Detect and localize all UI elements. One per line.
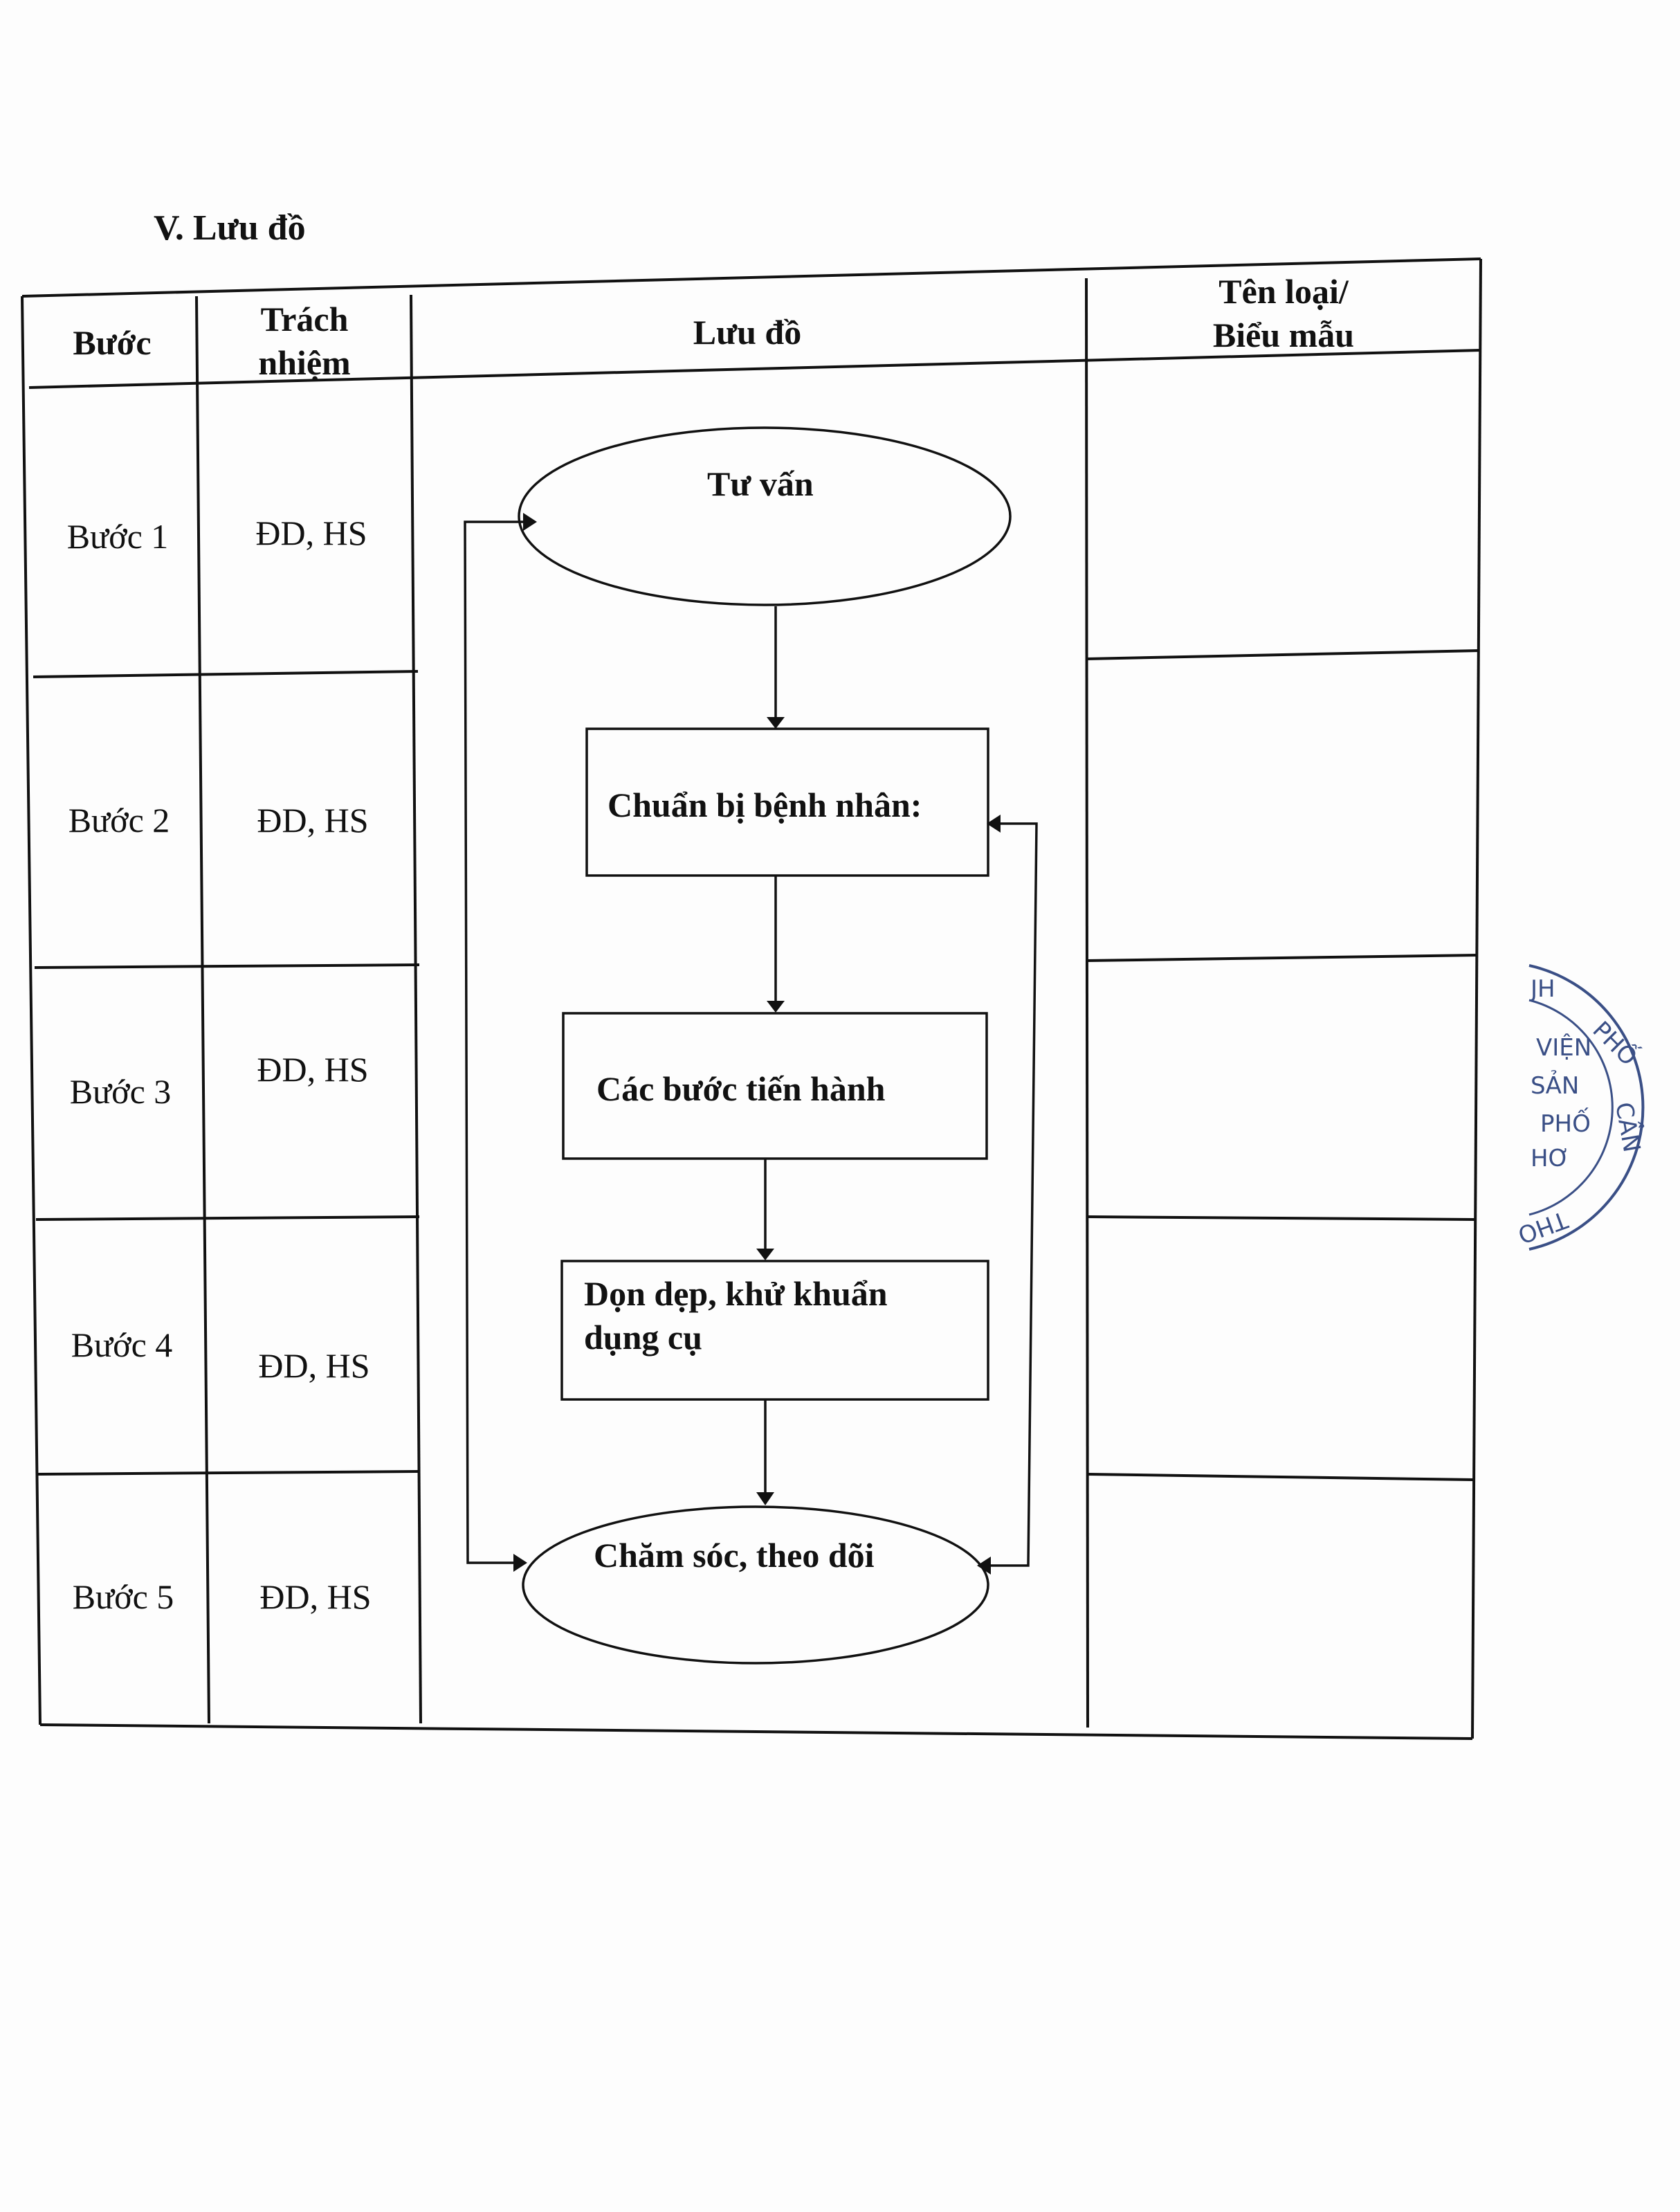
flow-node-label-5: Chăm sóc, theo dõi [594,1536,875,1575]
row-divider-3-right [1087,1215,1476,1221]
header-form: Tên loại/ Biểu mẫu [1093,266,1474,360]
flow-node-label-4-line2: dụng cụ [584,1317,702,1357]
row-1-responsibility: ĐD, HS [255,513,367,552]
feedback-loop-right [991,822,1038,1567]
header-bottom-border [28,349,1481,389]
row-3-responsibility: ĐD, HS [257,1049,369,1089]
table-top-border [21,257,1481,298]
header-responsibility-line1: Trách [260,300,349,338]
arrow-head-3 [756,1249,774,1260]
stamp-text-4: SẢN [1531,1069,1579,1100]
header-form-line2: Biểu mẫu [1212,315,1355,354]
row-2-responsibility: ĐD, HS [257,800,369,840]
flow-node-rect-1 [585,727,989,877]
row-divider-4-right [1087,1473,1474,1481]
arrow-head-loop-right-top [987,815,1001,833]
feedback-loop-left [464,520,526,1564]
table-bottom-border [39,1723,1473,1740]
flow-node-label-3: Các bước tiến hành [596,1069,886,1108]
row-4-responsibility: ĐD, HS [258,1345,370,1385]
stamp-text-5: PHỐ [1540,1107,1591,1138]
column-divider-1 [195,296,210,1724]
flow-node-ellipse-2 [522,1505,989,1665]
stamp-text-3: VIỆN [1536,1033,1591,1062]
column-divider-2 [410,294,422,1724]
arrow-head-2 [767,1001,785,1013]
arrow-head-loop-right-bottom [977,1557,991,1575]
flow-node-label-1: Tư vấn [707,464,814,503]
stamp-text-7: HƠ [1531,1145,1570,1172]
header-flowchart: Lưu đồ [693,312,802,352]
section-title: V. Lưu đồ [154,208,306,248]
row-divider-2-left [34,963,420,969]
row-5-responsibility: ĐD, HS [259,1577,372,1616]
row-4-step: Bước 4 [71,1325,173,1364]
flow-node-rect-2 [562,1012,988,1160]
table-left-border [21,296,42,1725]
arrow-head-loop-left-bottom [513,1554,527,1572]
row-divider-1-left [33,670,419,678]
arrow-head-1 [767,717,785,729]
row-5-step: Bước 5 [72,1577,174,1616]
header-step: Bước [73,323,152,362]
flow-node-ellipse-1 [518,426,1012,606]
row-2-step: Bước 2 [68,800,170,840]
arrow-head-loop-left-top [523,513,537,531]
header-responsibility: Trách nhiệm [201,294,408,388]
flow-node-label-4-line1: Dọn dẹp, khử khuẩn [584,1274,888,1313]
column-divider-3 [1085,278,1089,1728]
header-form-line1: Tên loại/ [1218,272,1349,311]
stamp-seal: JH PHỐ VIỆN SẢN PHỐ CẦN HƠ THO [1515,964,1648,1251]
row-1-step: Bước 1 [66,516,169,556]
flow-node-label-2: Chuẩn bị bệnh nhân: [608,786,922,824]
flow-node-rect-3 [560,1260,989,1401]
flow-node-label-4: Dọn dẹp, khử khuẩn dụng cụ [584,1272,888,1359]
row-divider-2-right [1086,954,1479,962]
header-responsibility-line2: nhiệm [258,343,351,382]
stamp-text-8: THO [1515,1205,1572,1249]
row-3-step: Bước 3 [69,1071,172,1111]
row-divider-1-right [1086,649,1480,660]
row-divider-4-left [37,1470,420,1476]
table-right-border [1471,258,1482,1739]
stamp-text-1: JH [1529,975,1555,1003]
row-divider-3-left [35,1215,420,1221]
arrow-head-4 [756,1492,774,1505]
